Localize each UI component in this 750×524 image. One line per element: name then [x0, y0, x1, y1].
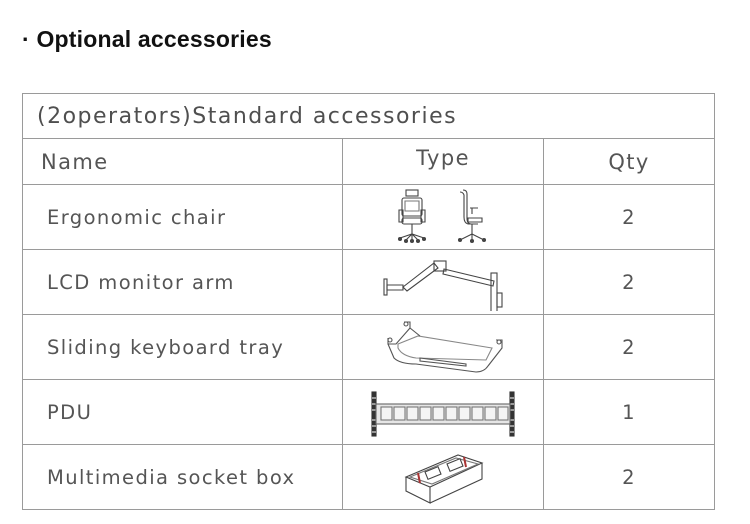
table-header-row: Name Type Qty — [22, 138, 716, 185]
column-header-name: Name — [22, 138, 343, 185]
column-header-qty: Qty — [542, 138, 716, 185]
row-qty: 2 — [542, 184, 716, 250]
table-row: Multimedia socket box 2 — [22, 444, 716, 510]
row-qty: 1 — [542, 379, 716, 445]
row-qty: 2 — [542, 249, 716, 315]
table-row: Ergonomic chair — [22, 184, 716, 250]
row-name: Sliding keyboard tray — [22, 314, 343, 380]
row-qty: 2 — [542, 444, 716, 510]
row-qty: 2 — [542, 314, 716, 380]
column-header-type: Type — [342, 138, 544, 185]
table-title-row: (2operators)Standard accessories — [21, 93, 716, 139]
row-type — [342, 379, 544, 445]
monitor-arm-icon — [376, 253, 511, 311]
pdu-icon — [368, 386, 518, 438]
row-type — [342, 444, 544, 510]
column-header-type-label: Type — [416, 145, 470, 170]
ergonomic-chair-icon — [388, 188, 498, 246]
row-type — [342, 184, 544, 250]
accessories-table: (2operators)Standard accessories Name Ty… — [21, 93, 716, 510]
table-row: LCD monitor arm 2 — [22, 249, 716, 315]
row-name: Multimedia socket box — [22, 444, 343, 510]
section-heading: · Optional accessories — [22, 26, 272, 52]
row-name: Ergonomic chair — [22, 184, 343, 250]
keyboard-tray-icon — [376, 318, 511, 376]
socket-box-icon — [398, 449, 488, 505]
row-name: LCD monitor arm — [22, 249, 343, 315]
table-row: PDU 1 — [22, 379, 716, 445]
table-title: (2operators)Standard accessories — [21, 93, 716, 139]
row-name: PDU — [22, 379, 343, 445]
table-row: Sliding keyboard tray 2 — [22, 314, 716, 380]
row-type — [342, 314, 544, 380]
row-type — [342, 249, 544, 315]
